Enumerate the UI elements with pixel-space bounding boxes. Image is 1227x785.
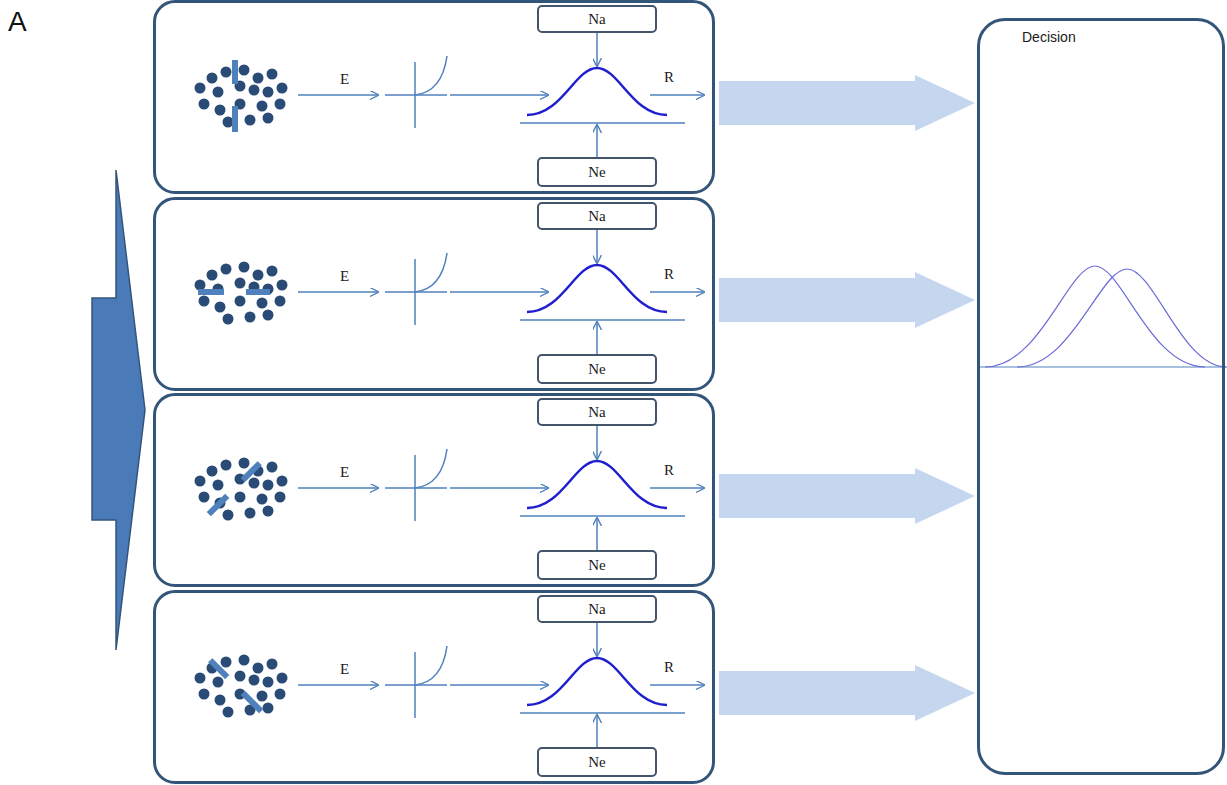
- noise-label: Na: [588, 208, 606, 225]
- noise-label: Ne: [588, 754, 606, 771]
- signal-label: E: [340, 268, 349, 285]
- signal-label: R: [664, 266, 674, 283]
- noise-box: Ne: [537, 747, 657, 777]
- signal-label: E: [340, 661, 349, 678]
- input-arrow: [92, 170, 145, 650]
- noise-label: Na: [588, 601, 606, 618]
- noise-box: Na: [537, 202, 657, 230]
- channel-panel: E R NaNe: [153, 590, 715, 784]
- channel-unit: [195, 230, 705, 354]
- signal-label: E: [340, 71, 349, 88]
- block-arrow: [719, 272, 975, 328]
- channel-panel: E R NaNe: [153, 393, 715, 587]
- signal-label: R: [664, 462, 674, 479]
- noise-label: Ne: [588, 164, 606, 181]
- signal-label: R: [664, 659, 674, 676]
- block-arrow: [719, 75, 975, 131]
- noise-box: Ne: [537, 354, 657, 384]
- block-arrow: [719, 468, 975, 524]
- signal-label: E: [340, 464, 349, 481]
- decision-title: Decision: [1022, 29, 1076, 45]
- noise-label: Na: [588, 11, 606, 28]
- noise-box: Na: [537, 595, 657, 623]
- channel-unit: [195, 426, 705, 550]
- noise-label: Na: [588, 404, 606, 421]
- noise-box: Na: [537, 398, 657, 426]
- channel-unit: [195, 33, 705, 157]
- decision-distributions: [980, 266, 1227, 367]
- noise-box: Ne: [537, 550, 657, 580]
- block-arrow: [719, 665, 975, 721]
- channel-panel: E R NaNe: [153, 197, 715, 391]
- panel-letter: A: [8, 6, 27, 38]
- noise-box: Ne: [537, 157, 657, 187]
- signal-label: R: [664, 69, 674, 86]
- channel-panel: E R NaNe: [153, 0, 715, 194]
- channel-unit: [195, 623, 705, 747]
- decision-box: Decision: [977, 18, 1225, 775]
- noise-label: Ne: [588, 361, 606, 378]
- noise-box: Na: [537, 5, 657, 33]
- noise-label: Ne: [588, 557, 606, 574]
